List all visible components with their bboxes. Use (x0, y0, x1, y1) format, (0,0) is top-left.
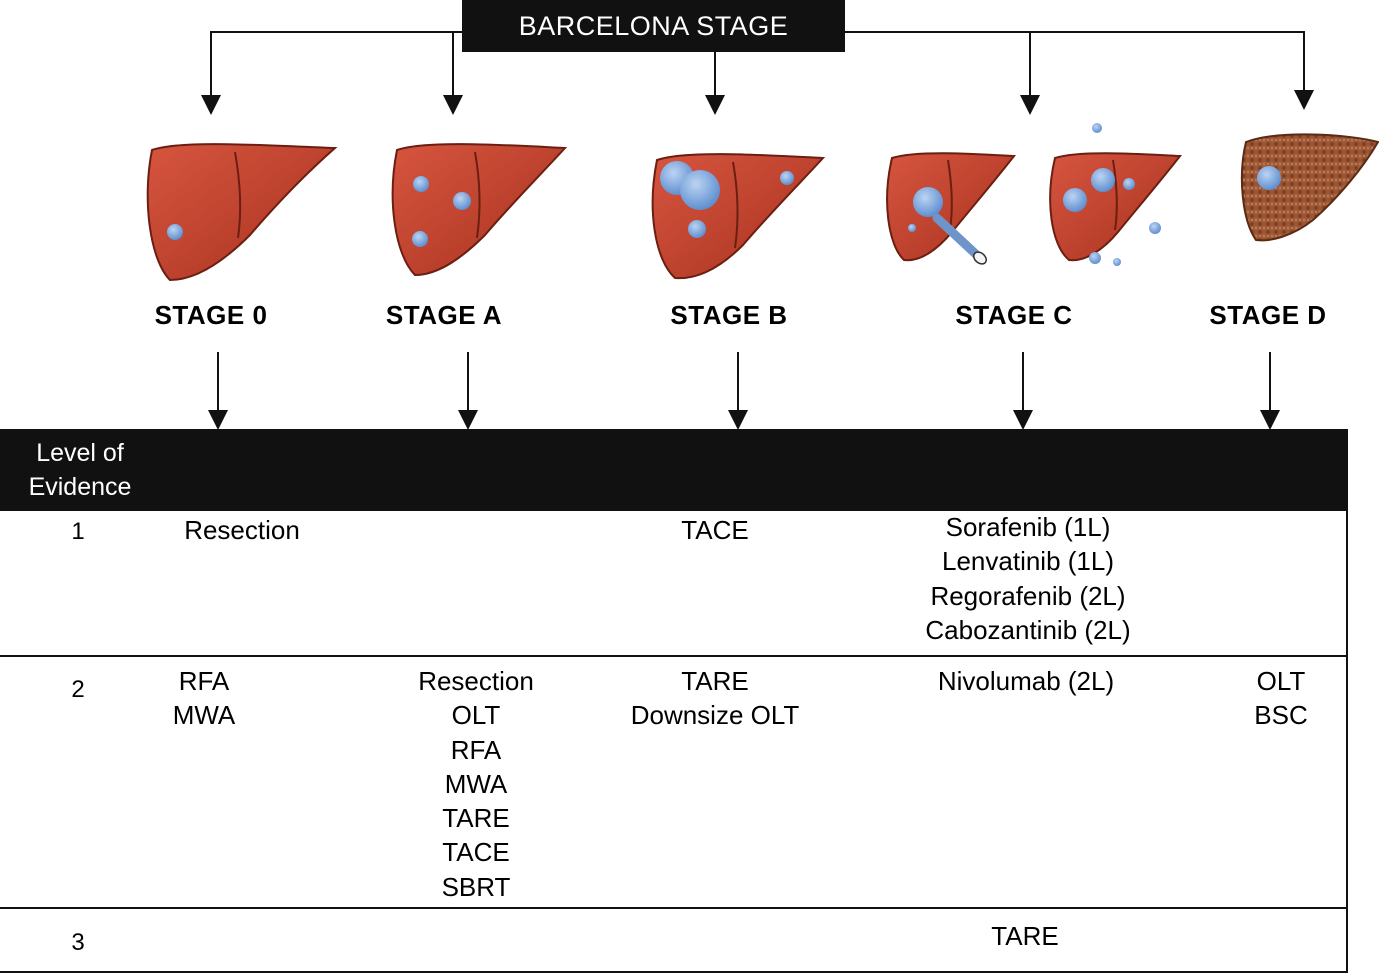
treatment-item: MWA (172, 700, 236, 731)
treatment-item: RFA (450, 734, 502, 765)
treatment-item: Lenvatinib (1L) (942, 546, 1114, 577)
liver-stage-b-icon (651, 153, 826, 280)
level-of-evidence-label: Level of Evidence (0, 436, 160, 504)
liver-stage-a-icon (391, 143, 568, 277)
level-of-evidence-line-1: Level of (36, 439, 124, 467)
row-divider (0, 971, 1348, 973)
stage-c-label: STAGE C (955, 300, 1073, 330)
liver-stage-0-icon (146, 143, 338, 282)
treatment-item: SBRT (441, 871, 511, 902)
treatment-item: OLT (451, 700, 501, 731)
level-2-number: 2 (71, 676, 85, 703)
treatment-item: Nivolumab (2L) (937, 666, 1115, 696)
treatment-item: BSC (1254, 700, 1308, 731)
top-connectors (201, 31, 1314, 115)
barcelona-stage-title: BARCELONA STAGE (462, 0, 845, 52)
cell-l2-stage-d: OLT BSC (1121, 664, 1379, 733)
cell-l2-stage-b: TARE Downsize OLT (555, 664, 875, 733)
treatment-item: TACE (442, 837, 510, 868)
level-3-number: 3 (71, 929, 85, 956)
stage-arrows (208, 352, 1280, 430)
treatment-item: TARE (681, 666, 749, 696)
level-1-number: 1 (71, 518, 85, 545)
treatment-item: Resection (184, 515, 300, 545)
treatment-item: TARE (991, 921, 1059, 951)
cell-l1-stage-b: TACE (555, 513, 875, 547)
treatment-item: Downsize OLT (630, 700, 800, 731)
row-divider (0, 907, 1348, 909)
liver-stage-c-metastatic-icon (1049, 123, 1182, 266)
stage-b-label: STAGE B (670, 300, 788, 330)
liver-stage-c-vascular-icon (886, 152, 1016, 265)
liver-stage-d-icon (1240, 133, 1379, 242)
stage-a-label: STAGE A (385, 300, 503, 330)
cell-l1-stage-0: Resection (82, 513, 402, 547)
treatment-item: MWA (444, 768, 508, 799)
evidence-table-header (0, 429, 1348, 511)
treatment-item: OLT (1256, 666, 1306, 696)
treatment-item: Sorafenib (1L) (945, 512, 1111, 542)
cell-l3-stage-c: TARE (865, 919, 1185, 953)
treatment-item: Cabozantinib (2L) (925, 614, 1131, 645)
treatment-item: Regorafenib (2L) (930, 580, 1126, 611)
cell-l2-stage-c: Nivolumab (2L) (866, 664, 1186, 698)
treatment-item: RFA (178, 666, 230, 696)
treatment-item: TARE (442, 803, 510, 834)
treatment-item: Resection (418, 666, 534, 696)
stage-d-label: STAGE D (1209, 300, 1327, 330)
row-divider (0, 655, 1348, 657)
cell-l2-stage-0: RFA MWA (44, 664, 364, 733)
treatment-item: TACE (681, 515, 749, 545)
table-right-border (1346, 429, 1348, 973)
cell-l1-stage-c: Sorafenib (1L) Lenvatinib (1L)Regorafenib… (868, 510, 1188, 647)
stage-0-label: STAGE 0 (154, 300, 268, 330)
level-of-evidence-line-2: Evidence (28, 473, 132, 501)
